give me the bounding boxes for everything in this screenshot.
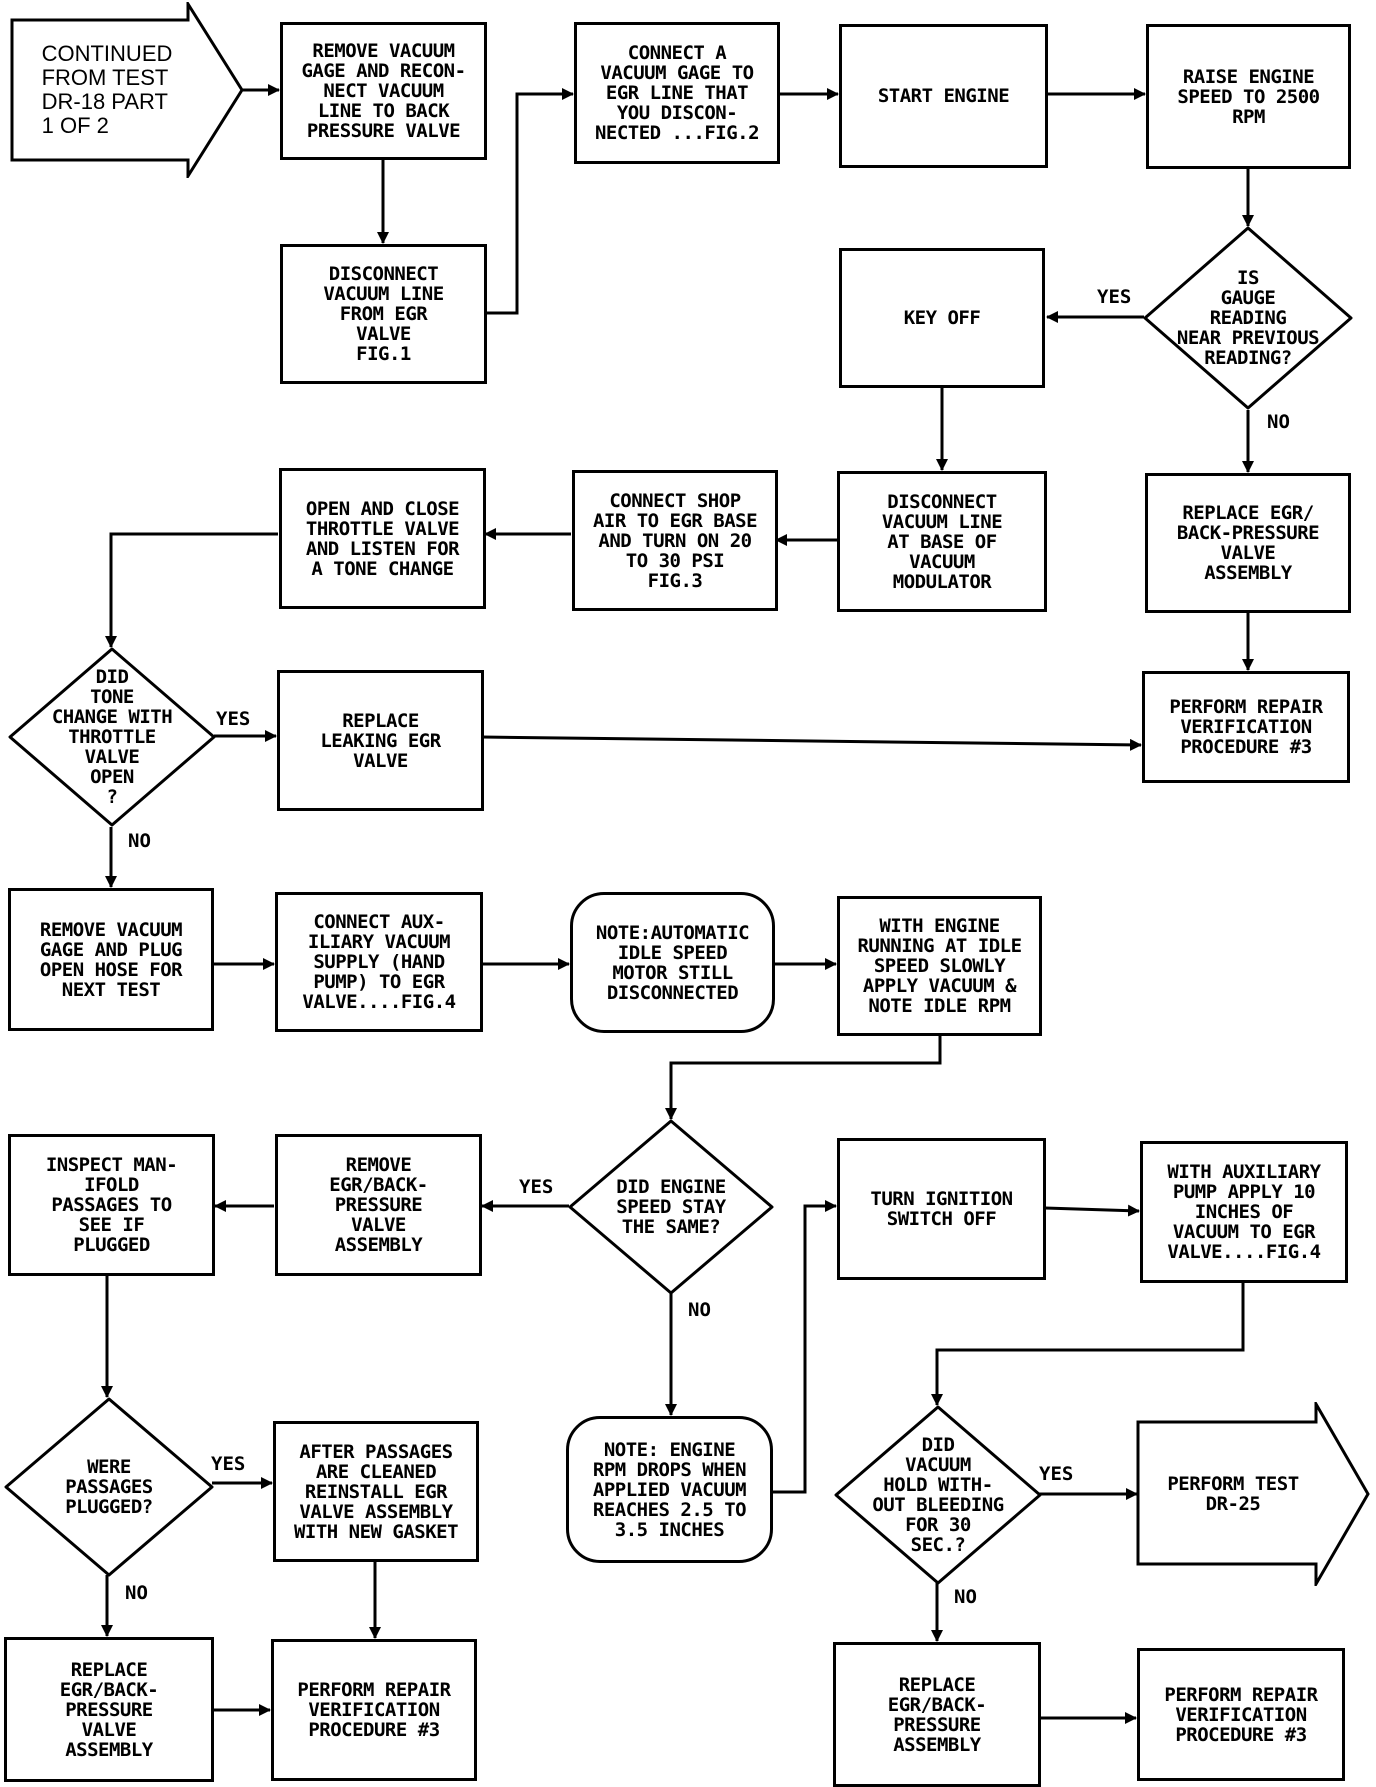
remove-gage-plug-box: REMOVE VACUUM GAGE AND PLUG OPEN HOSE FO… <box>8 888 214 1031</box>
perform-test-text: PERFORM TEST DR-25 <box>1167 1473 1299 1515</box>
note-idle-motor-text: NOTE:AUTOMATIC IDLE SPEED MOTOR STILL DI… <box>595 921 750 1004</box>
remove-egr-bp-text: REMOVE EGR/BACK- PRESSURE VALVE ASSEMBLY <box>329 1154 428 1256</box>
start-continued-arrow: CONTINUED FROM TEST DR-18 PART 1 OF 2 <box>10 2 244 178</box>
key-off-text: KEY OFF <box>903 307 981 329</box>
connector-throttle-to-tone-decision <box>105 532 278 648</box>
perform-repair-text-1: PERFORM REPAIR VERIFICATION PROCEDURE #3 <box>1169 696 1323 758</box>
perform-repair-text-3: PERFORM REPAIR VERIFICATION PROCEDURE #3 <box>1164 1683 1318 1746</box>
tone-yes-label: YES <box>216 708 251 730</box>
replace-egr-bp-text-2: REPLACE EGR/BACK- PRESSURE VALVE ASSEMBL… <box>59 1658 159 1761</box>
start-text: CONTINUED FROM TEST DR-18 PART 1 OF 2 <box>41 41 173 138</box>
with-engine-running-box: WITH ENGINE RUNNING AT IDLE SPEED SLOWLY… <box>837 896 1042 1036</box>
remove-gage-reconnect-text: REMOVE VACUUM GAGE AND RECON- NECT VACUU… <box>301 40 466 142</box>
connect-shop-air-text: CONNECT SHOP AIR TO EGR BASE AND TURN ON… <box>592 489 758 592</box>
with-auxiliary-pump-box: WITH AUXILIARY PUMP APPLY 10 INCHES OF V… <box>1140 1141 1348 1283</box>
diamond-shape <box>834 1405 1042 1585</box>
passages-plugged-text: WERE PASSAGES PLUGGED? <box>65 1456 153 1518</box>
arrow-shape <box>10 2 244 178</box>
open-close-throttle-text: OPEN AND CLOSE THROTTLE VALVE AND LISTEN… <box>305 497 460 580</box>
perform-repair-box-1: PERFORM REPAIR VERIFICATION PROCEDURE #3 <box>1142 671 1350 783</box>
perform-repair-text-2: PERFORM REPAIR VERIFICATION PROCEDURE #3 <box>297 1679 451 1741</box>
connect-auxiliary-box: CONNECT AUX- ILIARY VACUUM SUPPLY (HAND … <box>275 892 483 1032</box>
remove-gage-reconnect-box: REMOVE VACUUM GAGE AND RECON- NECT VACUU… <box>280 22 487 160</box>
disconnect-at-modulator-text: DISCONNECT VACUUM LINE AT BASE OF VACUUM… <box>881 490 1003 593</box>
replace-leaking-egr-text: REPLACE LEAKING EGR VALVE <box>320 709 441 772</box>
vacuum-no-label: NO <box>954 1586 977 1608</box>
engine-speed-text: DID ENGINE SPEED STAY THE SAME? <box>616 1176 726 1238</box>
inspect-manifold-text: INSPECT MAN- IFOLD PASSAGES TO SEE IF PL… <box>45 1154 178 1256</box>
key-off-box: KEY OFF <box>839 248 1045 388</box>
connector-disconnect-to-connect-gage <box>485 88 574 315</box>
gauge-yes-label: YES <box>1097 286 1132 308</box>
speed-no-label: NO <box>688 1299 711 1321</box>
passages-yes-label: YES <box>211 1453 246 1475</box>
connector-aux-pump-to-vacuum-decision <box>931 1282 1245 1406</box>
replace-egr-bp-box-3: REPLACE EGR/BACK- PRESSURE ASSEMBLY <box>833 1642 1041 1787</box>
tone-change-text: DID TONE CHANGE WITH THROTTLE VALVE OPEN… <box>51 666 173 808</box>
diamond-shape <box>4 1397 214 1577</box>
replace-egr-bp-text-3: REPLACE EGR/BACK- PRESSURE ASSEMBLY <box>887 1673 987 1756</box>
note-engine-rpm-text: NOTE: ENGINE RPM DROPS WHEN APPLIED VACU… <box>592 1438 747 1541</box>
replace-egr-bp-box-1: REPLACE EGR/ BACK-PRESSURE VALVE ASSEMBL… <box>1145 473 1351 613</box>
diamond-shape <box>568 1119 774 1295</box>
connect-shop-air-box: CONNECT SHOP AIR TO EGR BASE AND TURN ON… <box>572 470 778 611</box>
with-auxiliary-pump-text: WITH AUXILIARY PUMP APPLY 10 INCHES OF V… <box>1167 1161 1321 1263</box>
connector-note-rpm-to-turn-ignition <box>773 1200 837 1494</box>
connect-vacuum-gage-text: CONNECT A VACUUM GAGE TO EGR LINE THAT Y… <box>594 42 760 144</box>
speed-yes-label: YES <box>519 1176 554 1198</box>
turn-ignition-off-text: TURN IGNITION SWITCH OFF <box>870 1188 1013 1230</box>
after-passages-cleaned-box: AFTER PASSAGES ARE CLEANED REINSTALL EGR… <box>273 1421 479 1562</box>
note-idle-motor-box: NOTE:AUTOMATIC IDLE SPEED MOTOR STILL DI… <box>570 892 775 1033</box>
disconnect-at-modulator-box: DISCONNECT VACUUM LINE AT BASE OF VACUUM… <box>837 471 1047 612</box>
passages-plugged-text-wrap: WERE PASSAGES PLUGGED? <box>4 1397 214 1577</box>
turn-ignition-off-box: TURN IGNITION SWITCH OFF <box>837 1138 1046 1280</box>
start-engine-box: START ENGINE <box>839 24 1048 168</box>
disconnect-vacuum-line-text: DISCONNECT VACUUM LINE FROM EGR VALVE FI… <box>323 263 444 365</box>
inspect-manifold-box: INSPECT MAN- IFOLD PASSAGES TO SEE IF PL… <box>8 1134 215 1276</box>
start-engine-text: START ENGINE <box>877 85 1010 107</box>
connector-replace-leaking-to-perform-repair <box>481 735 1142 751</box>
tone-no-label: NO <box>128 830 151 852</box>
with-engine-running-text: WITH ENGINE RUNNING AT IDLE SPEED SLOWLY… <box>857 915 1022 1017</box>
vacuum-hold-text: DID VACUUM HOLD WITH- OUT BLEEDING FOR 3… <box>872 1434 1004 1556</box>
replace-egr-bp-box-2: REPLACE EGR/BACK- PRESSURE VALVE ASSEMBL… <box>4 1637 214 1782</box>
remove-gage-plug-text: REMOVE VACUUM GAGE AND PLUG OPEN HOSE FO… <box>39 918 183 1001</box>
raise-engine-speed-text: RAISE ENGINE SPEED TO 2500 RPM <box>1177 65 1320 128</box>
passages-no-label: NO <box>125 1582 148 1604</box>
vacuum-yes-label: YES <box>1039 1463 1074 1485</box>
diamond-shape <box>1143 226 1353 410</box>
tone-change-decision: DID TONE CHANGE WITH THROTTLE VALVE OPEN… <box>8 647 216 827</box>
vacuum-hold-text-wrap: DID VACUUM HOLD WITH- OUT BLEEDING FOR 3… <box>834 1405 1042 1585</box>
gauge-no-label: NO <box>1267 411 1290 433</box>
gauge-reading-text: IS GAUGE READING NEAR PREVIOUS READING? <box>1176 267 1320 369</box>
note-engine-rpm-box: NOTE: ENGINE RPM DROPS WHEN APPLIED VACU… <box>566 1416 773 1563</box>
connect-vacuum-gage-box: CONNECT A VACUUM GAGE TO EGR LINE THAT Y… <box>574 22 780 164</box>
arrow-shape <box>1136 1402 1370 1586</box>
diamond-shape <box>8 647 216 827</box>
remove-egr-bp-box: REMOVE EGR/BACK- PRESSURE VALVE ASSEMBLY <box>275 1134 482 1276</box>
perform-repair-box-2: PERFORM REPAIR VERIFICATION PROCEDURE #3 <box>271 1639 477 1781</box>
replace-egr-bp-text-1: REPLACE EGR/ BACK-PRESSURE VALVE ASSEMBL… <box>1176 502 1320 584</box>
tone-change-text-wrap: DID TONE CHANGE WITH THROTTLE VALVE OPEN… <box>8 647 216 827</box>
start-text-wrap: CONTINUED FROM TEST DR-18 PART 1 OF 2 <box>10 2 244 178</box>
after-passages-cleaned-text: AFTER PASSAGES ARE CLEANED REINSTALL EGR… <box>293 1440 459 1543</box>
perform-test-dr25-arrow: PERFORM TEST DR-25 <box>1136 1402 1370 1586</box>
disconnect-vacuum-line-box: DISCONNECT VACUUM LINE FROM EGR VALVE FI… <box>280 244 487 384</box>
gauge-reading-text-wrap: IS GAUGE READING NEAR PREVIOUS READING? <box>1143 226 1353 410</box>
perform-test-text-wrap: PERFORM TEST DR-25 <box>1136 1402 1370 1586</box>
replace-leaking-egr-box: REPLACE LEAKING EGR VALVE <box>277 670 484 811</box>
vacuum-hold-decision: DID VACUUM HOLD WITH- OUT BLEEDING FOR 3… <box>834 1405 1042 1585</box>
connect-auxiliary-text: CONNECT AUX- ILIARY VACUUM SUPPLY (HAND … <box>302 911 456 1013</box>
engine-speed-text-wrap: DID ENGINE SPEED STAY THE SAME? <box>568 1119 774 1295</box>
engine-speed-decision: DID ENGINE SPEED STAY THE SAME? <box>568 1119 774 1295</box>
gauge-reading-decision: IS GAUGE READING NEAR PREVIOUS READING? <box>1143 226 1353 410</box>
open-close-throttle-box: OPEN AND CLOSE THROTTLE VALVE AND LISTEN… <box>279 468 486 609</box>
passages-plugged-decision: WERE PASSAGES PLUGGED? <box>4 1397 214 1577</box>
perform-repair-box-3: PERFORM REPAIR VERIFICATION PROCEDURE #3 <box>1137 1648 1345 1781</box>
connector-engine-running-to-speed-decision <box>665 1035 942 1120</box>
raise-engine-speed-box: RAISE ENGINE SPEED TO 2500 RPM <box>1146 24 1351 169</box>
connector-turn-ignition-to-aux-pump <box>1044 1204 1140 1217</box>
